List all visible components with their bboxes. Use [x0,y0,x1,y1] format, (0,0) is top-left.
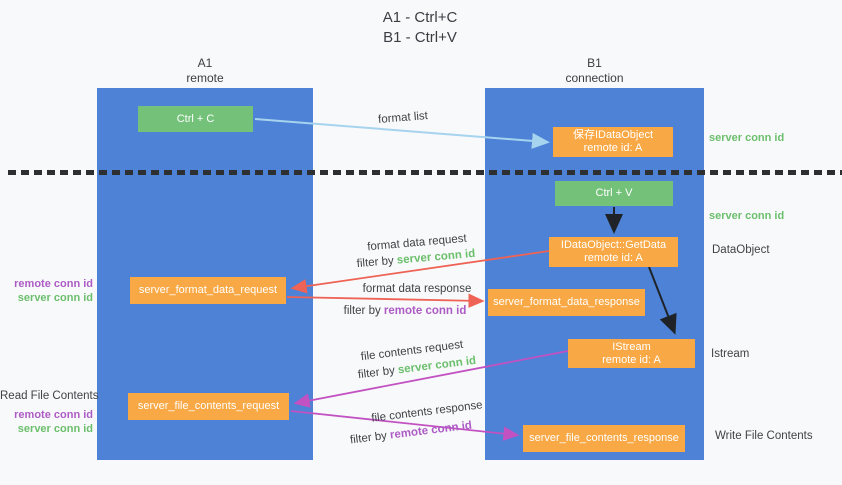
node-server-format-data-response-label: server_format_data_response [493,296,640,308]
node-save-idataobject-line2: remote id: A [583,142,643,154]
remote-conn-id-text: remote conn id [383,305,467,317]
node-server-file-contents-response: server_file_contents_response [523,425,685,452]
node-istream-line1: IStream [612,340,651,353]
filter-by-text: filter by [349,429,391,447]
left-label-remote-conn-id-1: remote conn id [14,278,93,290]
node-save-idataobject: 保存IDataObject remote id: A [553,127,673,157]
filter-by-text: filter by [356,254,398,271]
node-idataobject-getdata-label: IDataObject::GetData remote id: A [561,239,666,265]
node-server-format-data-response: server_format_data_response [488,289,645,316]
lane-header-a1: A1 remote [97,56,313,86]
node-istream-label: IStream remote id: A [602,341,661,367]
node-idataobject-getdata-line2: remote id: A [584,252,643,264]
node-server-file-contents-request-label: server_file_contents_request [137,400,280,412]
left-label-server-conn-id-2: server conn id [17,423,93,435]
lane-b1-name: B1 [587,56,602,70]
edge-label-format-list: format list [377,110,429,126]
machine-separator-dotted-line [8,170,842,175]
node-save-idataobject-line1: 保存IDataObject [572,129,654,141]
filter-by-text: filter by [343,305,384,317]
right-label-istream: Istream [711,348,750,360]
node-idataobject-getdata: IDataObject::GetData remote id: A [549,237,678,267]
filter-by-text: filter by [357,364,399,382]
server-conn-id-text: server conn id [396,247,476,267]
format-data-response-arrow [286,293,485,308]
node-server-file-contents-request: server_file_contents_request [128,393,289,420]
left-label-remote-conn-id-2: remote conn id [14,409,93,421]
node-server-file-contents-response-label: server_file_contents_response [529,432,679,444]
left-label-server-conn-id-1: server conn id [17,292,93,304]
node-istream: IStream remote id: A [568,339,695,368]
edge-label-filter-by-remote-conn-id-1: filter by remote conn id [344,305,467,317]
node-ctrl-c: Ctrl + C [138,106,253,132]
lane-header-b1: B1 connection [485,56,704,86]
node-ctrl-v-label: Ctrl + V [595,187,633,199]
node-server-format-data-request-label: server_format_data_request [138,284,278,296]
left-label-read-file-contents: Read File Contents [0,390,99,402]
right-label-server-conn-id-1: server conn id [709,132,785,144]
node-ctrl-v: Ctrl + V [555,181,673,206]
diagram-title-line1: A1 - Ctrl+C [382,9,458,26]
node-server-format-data-request: server_format_data_request [130,277,286,304]
lane-a1-subtitle: remote [186,71,224,85]
edge-label-format-data-response: format data response [362,283,472,295]
node-save-idataobject-label: 保存IDataObject remote id: A [573,129,653,155]
diagram-title-line2: B1 - Ctrl+V [383,29,457,46]
lane-b1-subtitle: connection [565,71,624,85]
node-idataobject-getdata-line1: IDataObject::GetData [560,239,667,251]
edge-label-filter-by-remote-conn-id-2: filter by remote conn id [349,420,472,447]
node-istream-line2: remote id: A [602,353,661,366]
right-label-dataobject: DataObject [712,244,770,256]
node-ctrl-c-label: Ctrl + C [176,112,215,125]
remote-conn-id-text: remote conn id [389,419,473,442]
right-label-server-conn-id-2: server conn id [709,210,785,222]
right-label-write-file-contents: Write File Contents [715,430,813,442]
lane-a1-name: A1 [197,56,213,70]
server-conn-id-text: server conn id [397,354,477,377]
diagram-title: A1 - Ctrl+C B1 - Ctrl+V [300,8,540,48]
